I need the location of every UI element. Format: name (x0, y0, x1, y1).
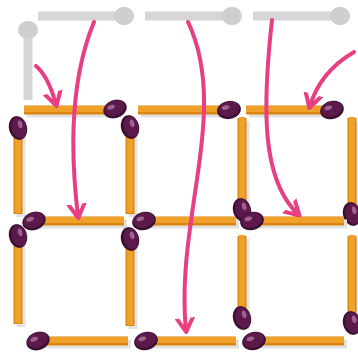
arrow-move-1 (36, 66, 56, 104)
ghost-match-ghost-top-1 (38, 7, 134, 25)
matchstick-row1-h2 (138, 99, 242, 121)
match-head (118, 113, 142, 141)
matchstick-row2-v3 (230, 235, 254, 332)
matchstick-row3-h2 (132, 329, 239, 353)
ghost-match-ghost-top-3 (253, 7, 350, 25)
match-head (24, 328, 53, 353)
matchstick-row2-h2 (130, 209, 239, 233)
match-head (340, 309, 358, 337)
ghost-layer (18, 7, 350, 100)
match-head (240, 329, 268, 353)
ghost-match-ghost-left (18, 21, 38, 100)
matchstick-row2-h1 (20, 208, 127, 233)
matchstick-row3-h1 (24, 328, 131, 353)
arrow-move-3 (185, 22, 205, 330)
matchstick-row2-v4 (340, 235, 358, 337)
matchstick-row3-h3 (240, 329, 347, 353)
match-head (318, 98, 346, 122)
arrow-layer (36, 20, 354, 330)
stick-layer (6, 96, 358, 353)
match-head (132, 329, 160, 353)
matchstick-row1-v1 (6, 114, 30, 217)
matchstick-row1-v2 (118, 113, 142, 217)
match-head (230, 304, 254, 332)
matchstick-row1-h3 (246, 98, 346, 122)
matchstick-row1-v3 (230, 117, 254, 224)
matchstick-row1-v4 (340, 117, 358, 228)
matchstick-row2-h3 (238, 209, 347, 233)
arrow-move-5 (310, 52, 354, 106)
match-head (216, 99, 243, 121)
match-head (6, 114, 30, 142)
ghost-match-ghost-top-2 (145, 7, 242, 25)
matchstick-row2-v1 (6, 222, 30, 327)
arrow-move-2 (73, 22, 94, 216)
matchstick-row2-v2 (118, 225, 142, 329)
